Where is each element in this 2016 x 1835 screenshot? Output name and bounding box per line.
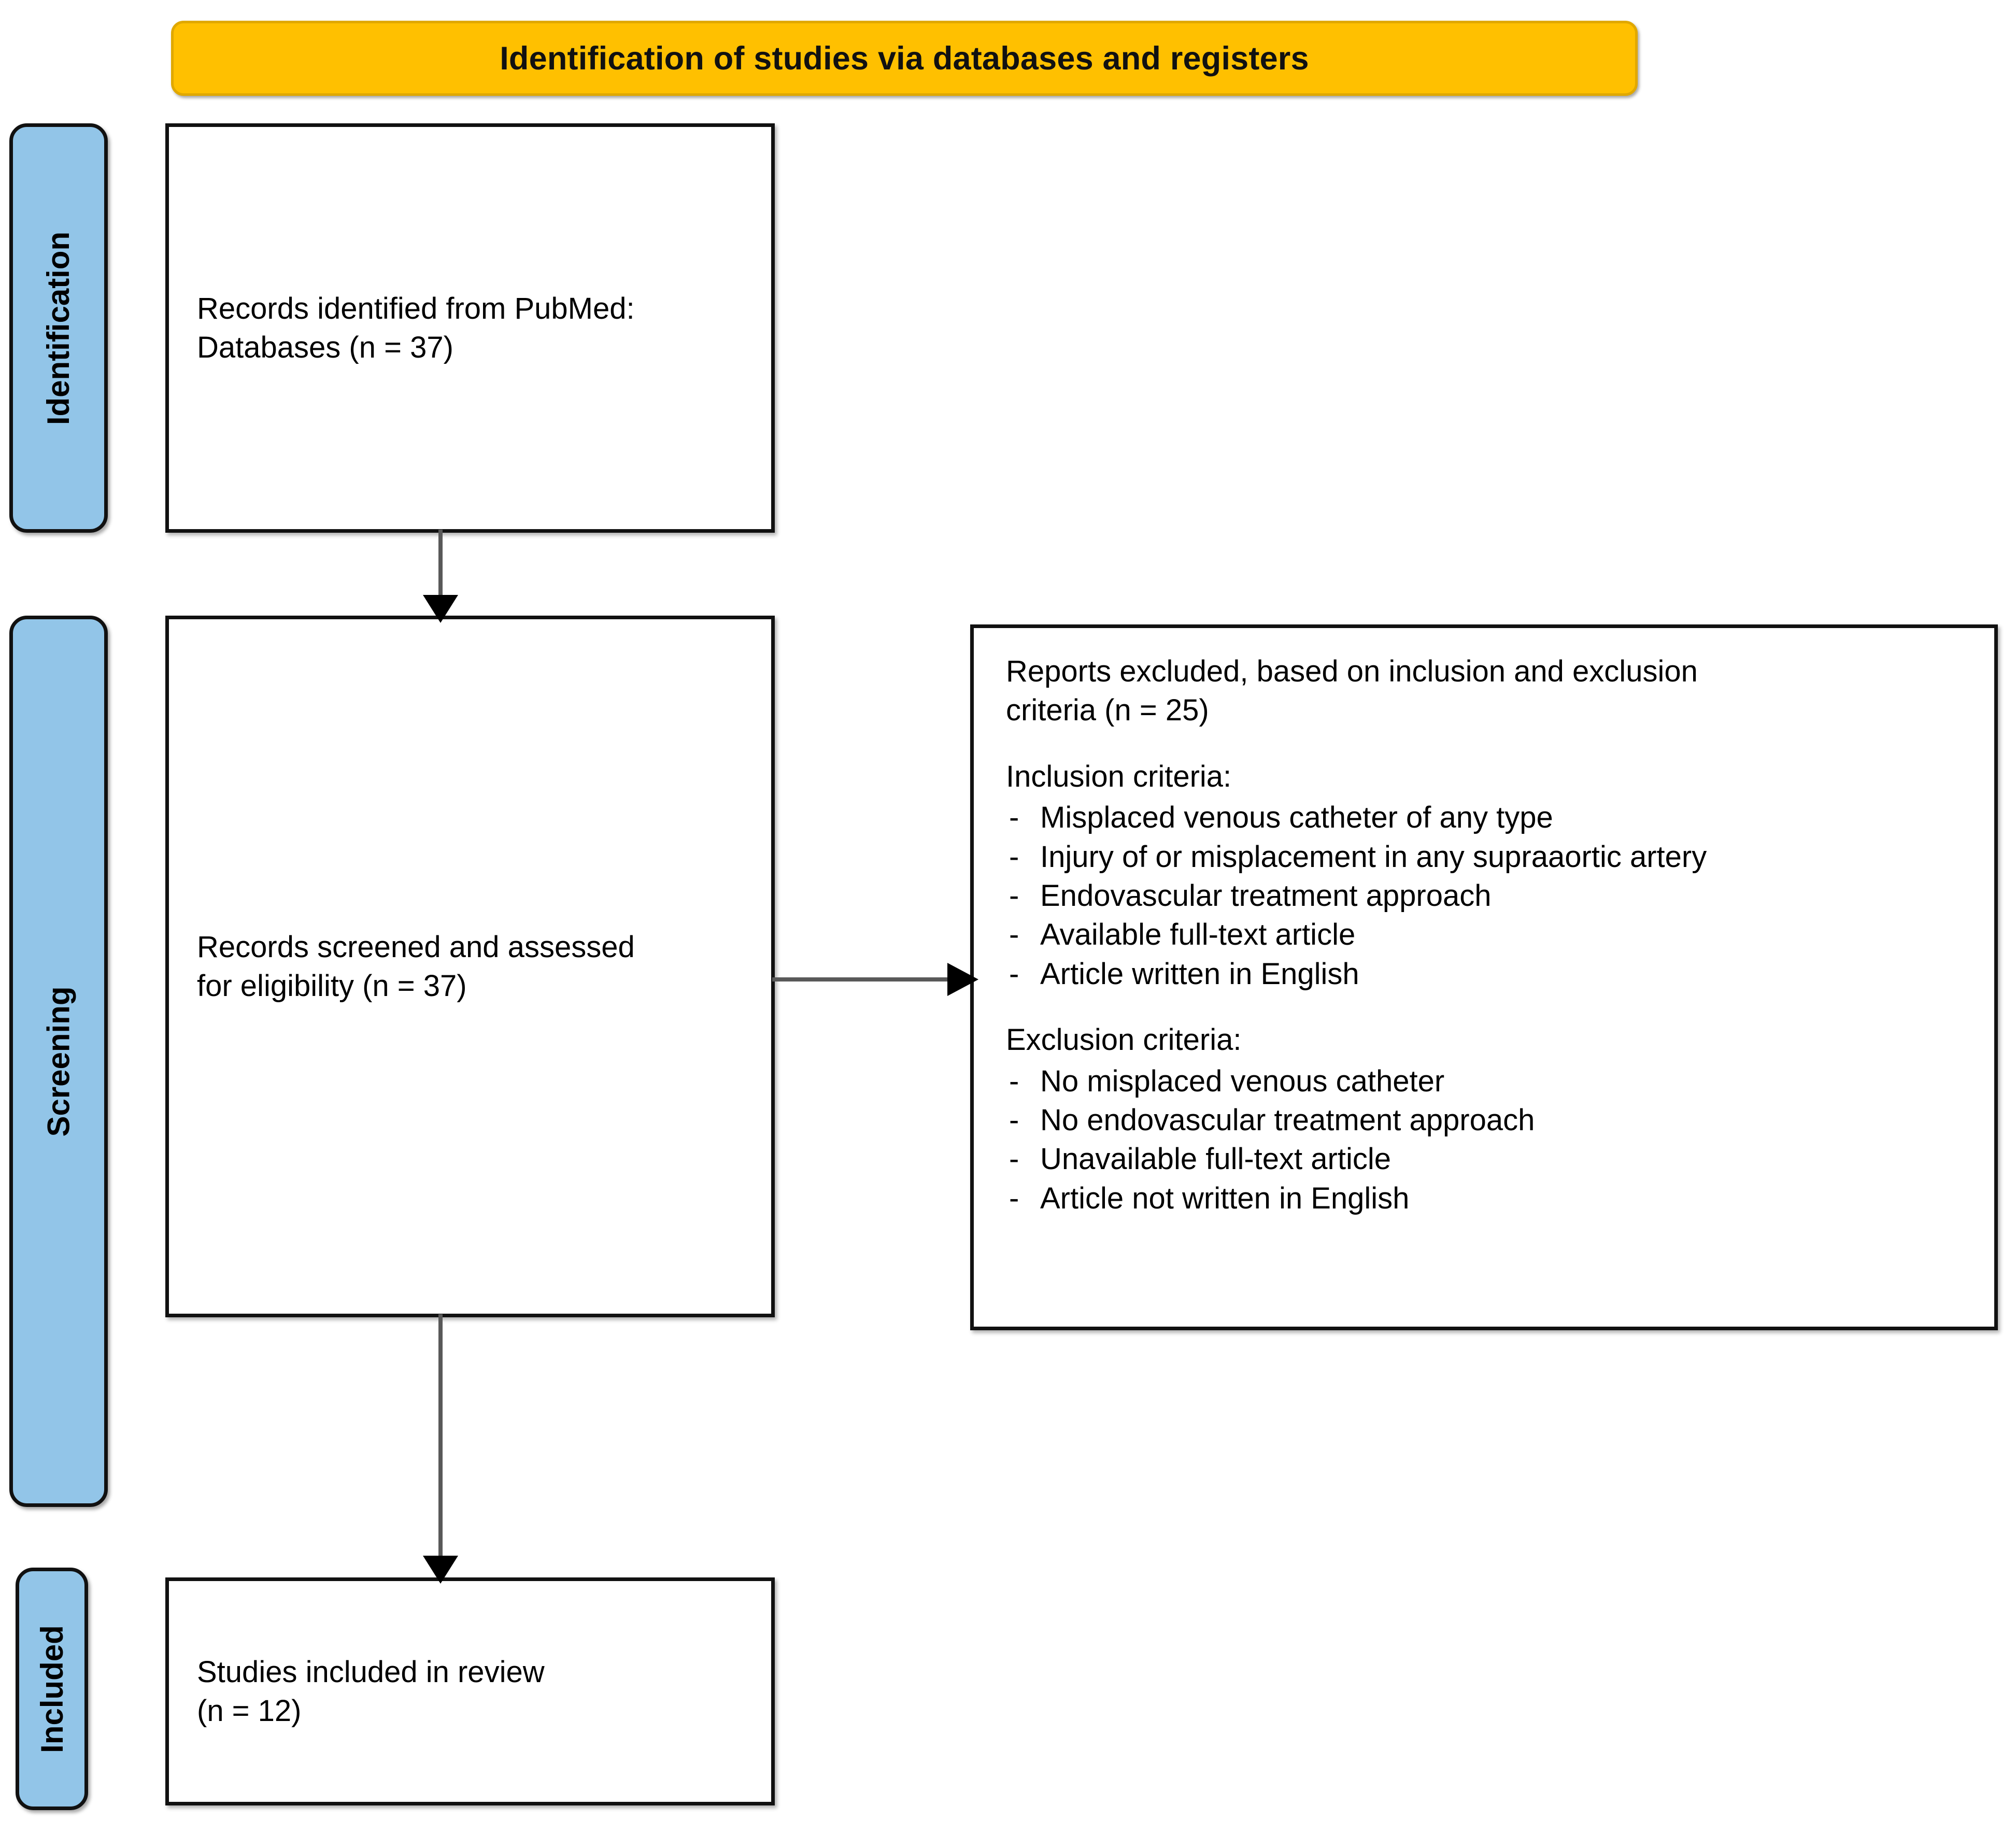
criteria-item: - Injury of or misplacement in any supra… <box>1006 837 1974 876</box>
bullet-dash-icon: - <box>1009 918 1019 952</box>
criteria-item: - Unavailable full-text article <box>1006 1140 1974 1178</box>
criteria-item-text: Available full-text article <box>1040 918 1356 952</box>
bullet-dash-icon: - <box>1009 1142 1019 1176</box>
stage-tab-screening-label: Screening <box>41 986 76 1137</box>
inclusion-criteria-group: Inclusion criteria: - Misplaced venous c… <box>1006 757 1974 993</box>
bullet-dash-icon: - <box>1009 840 1019 874</box>
stage-tab-included-label: Included <box>34 1625 69 1753</box>
stage-tab-screening: Screening <box>9 616 108 1507</box>
criteria-item-text: Article written in English <box>1040 957 1359 991</box>
stage-tab-included: Included <box>16 1568 88 1810</box>
criteria-item: - Endovascular treatment approach <box>1006 876 1974 915</box>
stage-tab-identification-label: Identification <box>41 231 76 425</box>
box-records-identified: Records identified from PubMed: Database… <box>165 123 775 533</box>
connector-screened-to-excluded <box>772 954 979 1005</box>
criteria-item-text: Endovascular treatment approach <box>1040 878 1492 913</box>
box-records-screened-text: Records screened and assessed for eligib… <box>197 930 635 1003</box>
criteria-item: - No endovascular treatment approach <box>1006 1101 1974 1140</box>
bullet-dash-icon: - <box>1009 957 1019 991</box>
criteria-item-text: Misplaced venous catheter of any type <box>1040 801 1553 835</box>
box-records-identified-text: Records identified from PubMed: Database… <box>197 291 635 364</box>
connector-screened-to-included <box>415 1314 472 1584</box>
bullet-dash-icon: - <box>1009 801 1019 835</box>
inclusion-criteria-title: Inclusion criteria: <box>1006 759 1232 793</box>
phase-banner: Identification of studies via databases … <box>171 21 1638 96</box>
exclusion-criteria-group: Exclusion criteria: - No misplaced venou… <box>1006 1020 1974 1218</box>
bullet-dash-icon: - <box>1009 1181 1019 1215</box>
box-studies-included: Studies included in review (n = 12) <box>165 1577 775 1805</box>
connector-identified-to-screened <box>415 530 472 623</box>
criteria-item-text: Unavailable full-text article <box>1040 1142 1391 1176</box>
criteria-item: - Article not written in English <box>1006 1179 1974 1218</box>
bullet-dash-icon: - <box>1009 878 1019 913</box>
criteria-item: - Available full-text article <box>1006 915 1974 954</box>
criteria-item-text: Article not written in English <box>1040 1181 1410 1215</box>
criteria-item-text: No endovascular treatment approach <box>1040 1103 1535 1137</box>
stage-tab-identification: Identification <box>9 123 108 533</box>
reports-excluded-heading: Reports excluded, based on inclusion and… <box>1006 655 1698 728</box>
criteria-item-text: No misplaced venous catheter <box>1040 1064 1445 1098</box>
box-reports-excluded: Reports excluded, based on inclusion and… <box>970 624 1998 1330</box>
criteria-item: - No misplaced venous catheter <box>1006 1062 1974 1101</box>
phase-banner-title: Identification of studies via databases … <box>500 40 1309 77</box>
criteria-item: - Article written in English <box>1006 955 1974 993</box>
criteria-item: - Misplaced venous catheter of any type <box>1006 798 1974 837</box>
box-records-screened: Records screened and assessed for eligib… <box>165 616 775 1317</box>
exclusion-criteria-title: Exclusion criteria: <box>1006 1023 1242 1057</box>
bullet-dash-icon: - <box>1009 1064 1019 1098</box>
inclusion-criteria-list: - Misplaced venous catheter of any type … <box>1006 798 1974 993</box>
bullet-dash-icon: - <box>1009 1103 1019 1137</box>
criteria-item-text: Injury of or misplacement in any supraao… <box>1040 840 1707 874</box>
box-studies-included-text: Studies included in review (n = 12) <box>197 1655 545 1728</box>
exclusion-criteria-list: - No misplaced venous catheter - No endo… <box>1006 1062 1974 1218</box>
